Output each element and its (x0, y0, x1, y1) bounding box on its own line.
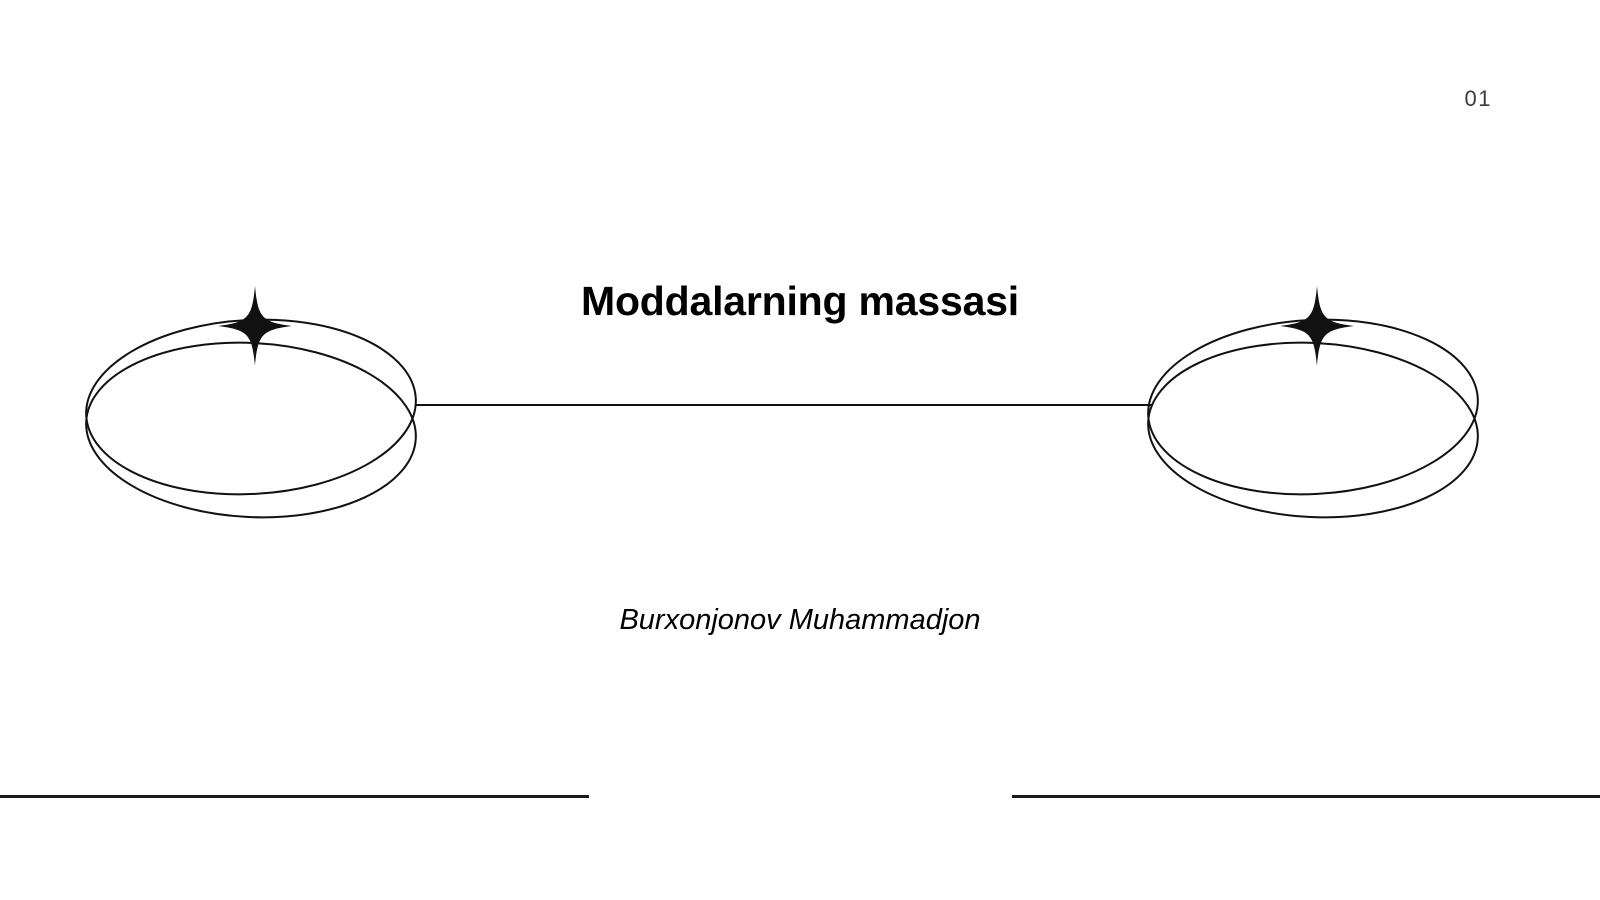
bottom-rule-right (1012, 795, 1600, 798)
author-name: Burxonjonov Muhammadjon (619, 604, 981, 636)
left-ellipse-outer (85, 318, 417, 496)
page-number: 01 (1464, 86, 1492, 111)
page-title: Moddalarning massasi (580, 278, 1019, 324)
bottom-rule-left (0, 795, 589, 798)
right-ellipse-outer (1147, 318, 1479, 496)
right-ellipse-inner (1147, 341, 1479, 519)
left-ellipse-inner (85, 341, 417, 519)
